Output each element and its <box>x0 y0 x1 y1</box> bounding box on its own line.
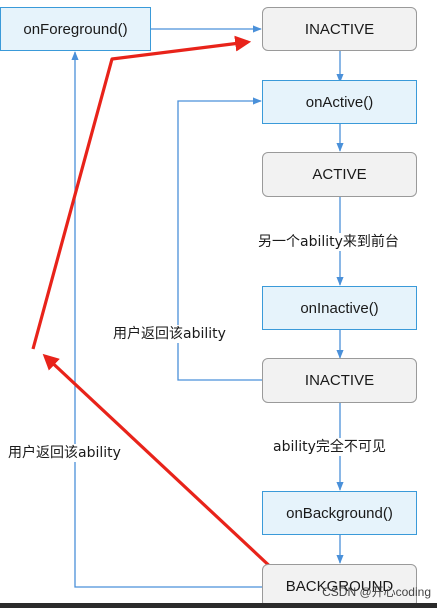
inactive-bottom-label: INACTIVE <box>304 372 375 389</box>
active-label: ACTIVE <box>312 166 367 183</box>
on-active-callback: onActive() <box>262 80 417 124</box>
edge-label-another-ability-foreground: 另一个ability来到前台 <box>258 233 399 251</box>
background-state: BACKGROUND <box>262 564 417 608</box>
bottom-bar <box>0 603 437 608</box>
red-arrow-to-inactive-top <box>31 35 252 350</box>
on-foreground-label: onForeground() <box>23 20 128 38</box>
on-inactive-callback: onInactive() <box>262 286 417 330</box>
inactive-top-label: INACTIVE <box>304 20 375 38</box>
edge-label-ability-not-visible: ability完全不可见 <box>273 438 386 456</box>
on-background-callback: onBackground() <box>262 491 417 535</box>
arrow-background-back-to-onforeground <box>71 51 262 588</box>
inactive-state-bottom: INACTIVE <box>262 358 417 403</box>
inactive-state-top: INACTIVE <box>262 7 417 51</box>
arrow-inactive-back-to-onactive <box>177 97 262 381</box>
on-active-label: onActive() <box>305 93 374 111</box>
csdn-watermark: CSDN @开心coding <box>322 585 431 599</box>
edge-label-user-return-inner: 用户返回该ability <box>113 325 226 343</box>
on-foreground-callback: onForeground() <box>0 7 151 51</box>
background-label: BACKGROUND <box>285 577 394 595</box>
on-inactive-label: onInactive() <box>300 299 379 317</box>
on-background-label: onBackground() <box>286 504 393 522</box>
active-state: ACTIVE <box>262 152 417 197</box>
edge-label-user-return-outer: 用户返回该ability <box>8 444 121 462</box>
red-arrow-from-background <box>42 353 278 574</box>
